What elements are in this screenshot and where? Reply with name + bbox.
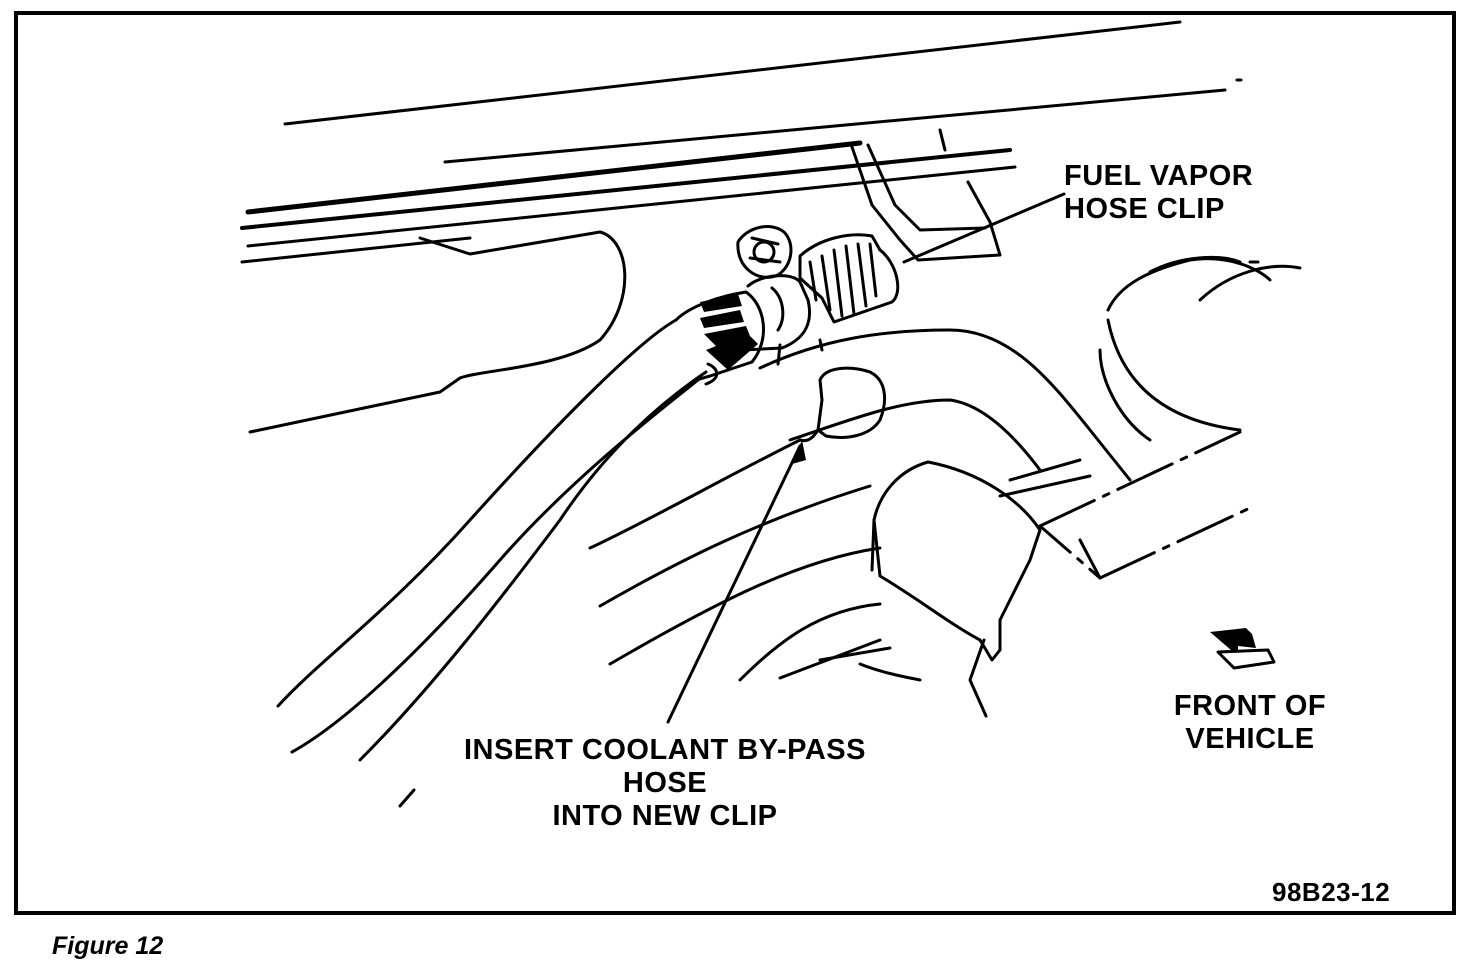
body-rails bbox=[240, 20, 1243, 264]
insert-coolant-line-2: HOSE bbox=[622, 767, 708, 799]
insert-coolant-line-3: INTO NEW CLIP bbox=[552, 800, 778, 832]
leader-arrowhead bbox=[792, 440, 806, 464]
stray-mark bbox=[398, 788, 416, 808]
fuel-vapor-hose-clip-label: FUEL VAPOR HOSE CLIP bbox=[1064, 160, 1253, 226]
dashed-panel bbox=[1038, 430, 1252, 580]
fuel-vapor-line-2: HOSE CLIP bbox=[1064, 193, 1225, 225]
fuel-vapor-clip bbox=[736, 225, 900, 366]
diagram-frame bbox=[14, 11, 1456, 915]
hose-bend bbox=[870, 460, 1042, 718]
coolant-hose bbox=[276, 290, 765, 762]
figure-caption: Figure 12 bbox=[52, 932, 164, 960]
drawing-code: 98B23-12 bbox=[1272, 877, 1391, 907]
front-of-vehicle-label: FRONT OF VEHICLE bbox=[1150, 690, 1350, 756]
bracket bbox=[850, 128, 1002, 262]
insert-coolant-line-1: INSERT COOLANT BY-PASS bbox=[464, 734, 866, 766]
round-component bbox=[998, 255, 1302, 498]
insert-coolant-label: INSERT COOLANT BY-PASS HOSE INTO NEW CLI… bbox=[440, 734, 890, 833]
main-pipe bbox=[588, 328, 1132, 682]
new-clip bbox=[798, 366, 887, 443]
down-arrow-icon bbox=[700, 294, 758, 370]
front-of-vehicle-line-1: FRONT OF bbox=[1173, 690, 1327, 722]
left-panel bbox=[248, 230, 627, 434]
front-arrow-icon bbox=[1210, 628, 1276, 670]
front-of-vehicle-line-2: VEHICLE bbox=[1185, 723, 1315, 755]
fuel-vapor-line-1: FUEL VAPOR bbox=[1064, 160, 1254, 192]
leader-lines bbox=[666, 192, 1066, 724]
